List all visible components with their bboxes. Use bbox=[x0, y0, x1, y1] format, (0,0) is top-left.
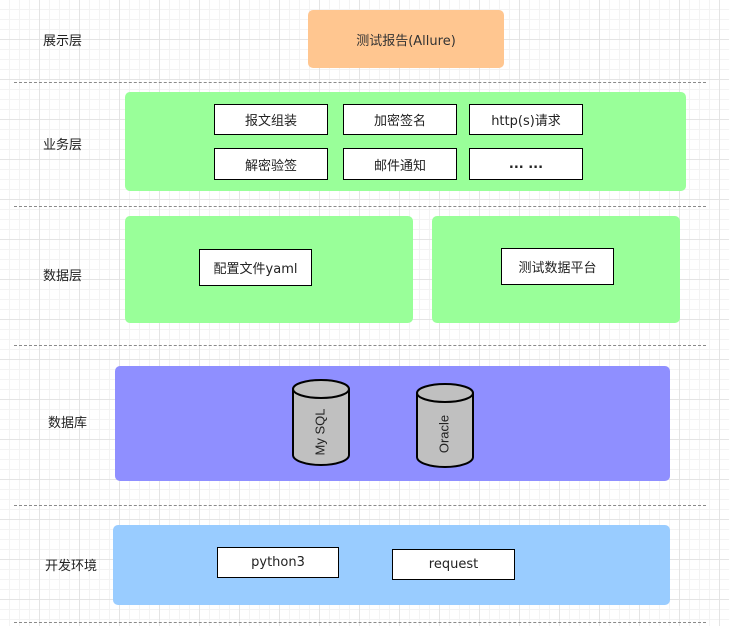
layer-label-dev-env: 开发环境 bbox=[45, 559, 98, 574]
database-layer-panel bbox=[115, 366, 670, 481]
divider bbox=[14, 82, 706, 83]
message-assembly-box[interactable]: 报文组装 bbox=[214, 104, 328, 135]
encrypt-sign-box[interactable]: 加密签名 bbox=[343, 104, 457, 135]
http-request-box[interactable]: http(s)请求 bbox=[469, 104, 583, 135]
layer-label-database: 数据库 bbox=[48, 416, 88, 431]
divider bbox=[14, 206, 706, 207]
layer-label-data: 数据层 bbox=[43, 269, 83, 284]
dev-env-panel bbox=[113, 525, 670, 605]
test-report-box[interactable]: 测试报告(Allure) bbox=[308, 10, 504, 68]
more-box[interactable]: ... ... bbox=[469, 148, 583, 180]
oracle-label: Oracle bbox=[436, 415, 451, 453]
layer-label-business: 业务层 bbox=[43, 138, 83, 153]
test-report-label: 测试报告(Allure) bbox=[356, 33, 456, 49]
oracle-cylinder-icon[interactable]: Oracle bbox=[414, 382, 476, 472]
divider bbox=[14, 622, 706, 623]
email-notify-box[interactable]: 邮件通知 bbox=[343, 148, 457, 180]
divider bbox=[14, 505, 706, 506]
layer-label-presentation: 展示层 bbox=[43, 34, 83, 49]
python3-box[interactable]: python3 bbox=[217, 547, 339, 578]
decrypt-verify-box[interactable]: 解密验签 bbox=[214, 148, 328, 180]
mysql-cylinder-icon[interactable]: My SQL bbox=[290, 378, 352, 468]
test-data-platform-box[interactable]: 测试数据平台 bbox=[501, 248, 614, 285]
mysql-label: My SQL bbox=[312, 409, 327, 456]
request-box[interactable]: request bbox=[392, 549, 515, 580]
divider bbox=[14, 345, 706, 346]
config-yaml-box[interactable]: 配置文件yaml bbox=[199, 249, 312, 286]
